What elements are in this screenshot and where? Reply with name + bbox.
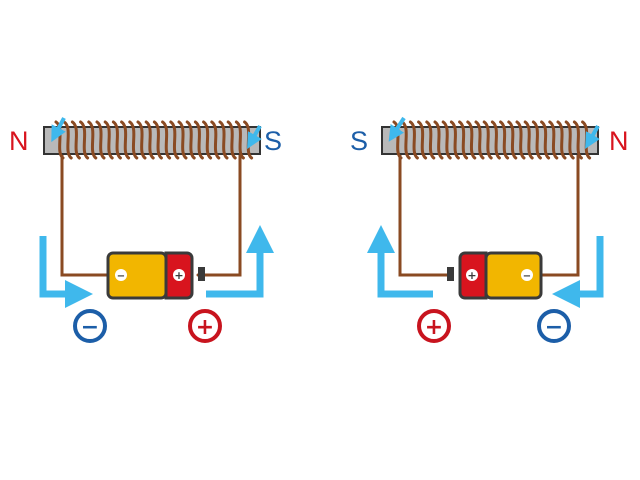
battery-plus-glyph: + (467, 269, 476, 282)
coil-turn (572, 120, 583, 160)
coil-turn (161, 120, 172, 160)
coil-turn (62, 120, 73, 160)
coil-turn (507, 120, 518, 160)
coil-turn (152, 120, 163, 160)
coil-turn (87, 120, 98, 160)
coil-turn (120, 120, 131, 160)
current-arrow-right (552, 236, 604, 308)
coil-entry-arrow (51, 117, 66, 143)
coil-winding (54, 120, 254, 160)
right-wire (196, 148, 242, 277)
pole-label-right: S (264, 126, 282, 156)
coil-turn (95, 120, 106, 160)
coil-turn (540, 120, 551, 160)
coil-exit-arrow (585, 125, 600, 149)
coil-turn (210, 120, 221, 160)
coil-turn (177, 120, 188, 160)
coil-turn (474, 120, 485, 160)
battery-icon: + − (447, 251, 543, 300)
coil-turn (531, 120, 542, 160)
coil-turn (548, 120, 559, 160)
minus-circle-icon: − (537, 309, 571, 343)
coil-turn (556, 120, 567, 160)
coil-turn (218, 120, 229, 160)
coil-turn (482, 120, 493, 160)
coil-turn (169, 120, 180, 160)
coil-turn (499, 120, 510, 160)
coil-turn (144, 120, 155, 160)
battery-minus-glyph: − (523, 271, 531, 282)
current-arrow-left (367, 225, 433, 298)
terminal-plus-glyph: + (425, 315, 443, 340)
coil-turn (433, 120, 444, 160)
coil-turn (79, 120, 90, 160)
coil-turn (466, 120, 477, 160)
left-wire (60, 148, 114, 277)
current-arrow-left (39, 236, 93, 308)
left-circuit: N S − + − + (9, 117, 282, 343)
plus-circle-icon: + (417, 309, 451, 343)
plus-circle-icon: + (188, 309, 222, 343)
coil-turn (103, 120, 114, 160)
coil-turn (564, 120, 575, 160)
coil-turn (128, 120, 139, 160)
right-wire (536, 148, 580, 277)
battery-plus-glyph: + (174, 269, 183, 282)
coil-turn (136, 120, 147, 160)
coil-turn (417, 120, 428, 160)
coil-winding (392, 120, 592, 160)
coil-turn (185, 120, 196, 160)
coil-turn (226, 120, 237, 160)
coil-turn (441, 120, 452, 160)
minus-circle-icon: − (73, 309, 107, 343)
pole-label-left: N (9, 126, 29, 156)
coil-turn (234, 120, 245, 160)
coil-entry-arrow (388, 116, 406, 142)
coil-exit-arrow (247, 125, 262, 149)
right-circuit: S N + − + − (350, 116, 629, 343)
coil-turn (202, 120, 213, 160)
coil-turn (111, 120, 122, 160)
battery-minus-glyph: − (117, 271, 125, 282)
terminal-minus-glyph: − (81, 315, 99, 340)
coil-turn (458, 120, 469, 160)
coil-turn (449, 120, 460, 160)
coil-turn (425, 120, 436, 160)
coil-turn (408, 120, 419, 160)
coil-turn (523, 120, 534, 160)
left-wire (398, 148, 454, 277)
coil-turn (193, 120, 204, 160)
current-arrow-right (206, 225, 274, 298)
coil-turn (490, 120, 501, 160)
terminal-minus-glyph: − (545, 315, 563, 340)
terminal-plus-glyph: + (196, 315, 214, 340)
coil-turn (70, 120, 81, 160)
pole-label-right: N (609, 126, 629, 156)
pole-label-left: S (350, 126, 368, 156)
battery-icon: − + (106, 251, 205, 300)
coil-turn (515, 120, 526, 160)
